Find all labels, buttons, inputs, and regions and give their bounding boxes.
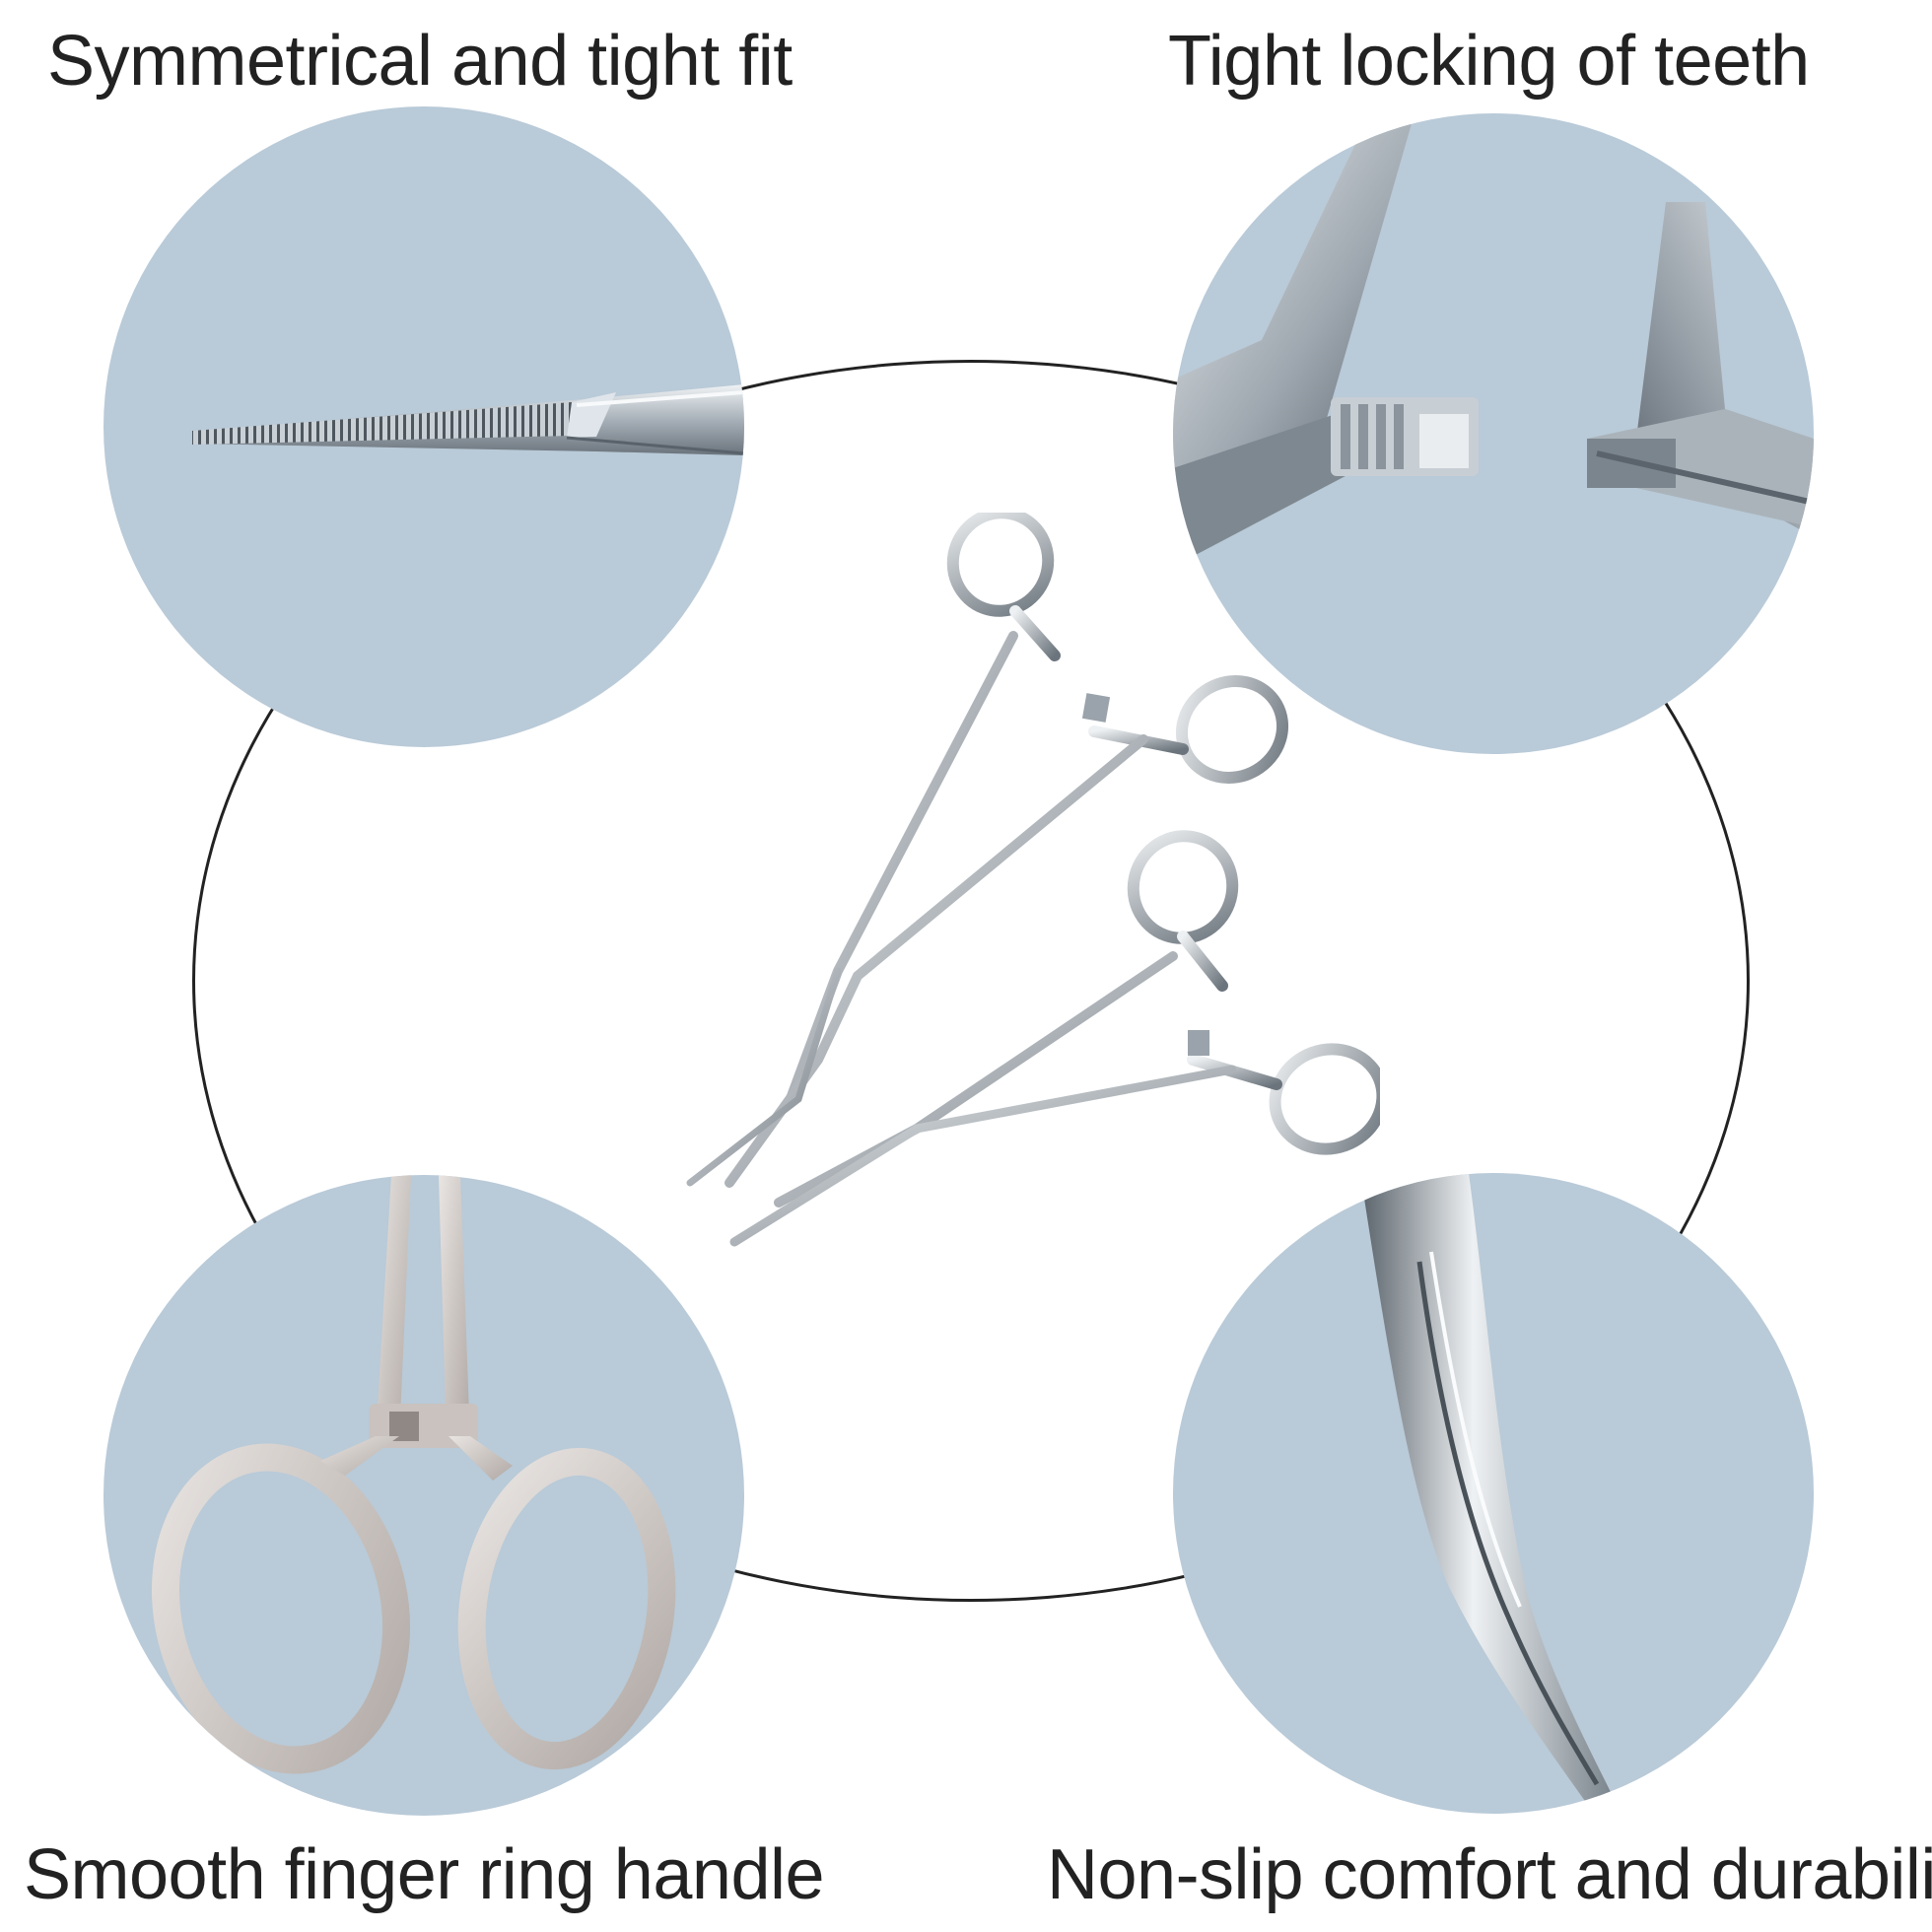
detail-circle-ratchet (1173, 113, 1814, 754)
caption-finger-ring-handle: Smooth finger ring handle (24, 1835, 825, 1914)
center-forceps-illustration (591, 513, 1380, 1262)
detail-circle-handle (104, 1175, 744, 1816)
finger-ring-handle-icon (104, 1175, 744, 1816)
ratchet-lock-teeth-icon (1173, 113, 1814, 754)
caption-symmetrical-fit: Symmetrical and tight fit (47, 22, 793, 101)
hemostatic-forceps-icon (686, 513, 1380, 1247)
straight-serrated-jaw-icon (104, 106, 744, 747)
caption-tight-locking: Tight locking of teeth (1168, 22, 1810, 101)
detail-circle-curved-jaw (1173, 1173, 1814, 1814)
connector-ring (192, 360, 1750, 1602)
caption-non-slip-durability: Non-slip comfort and durability (1047, 1835, 1932, 1914)
curved-jaw-icon (1173, 1173, 1814, 1814)
detail-circle-jaw (104, 106, 744, 747)
